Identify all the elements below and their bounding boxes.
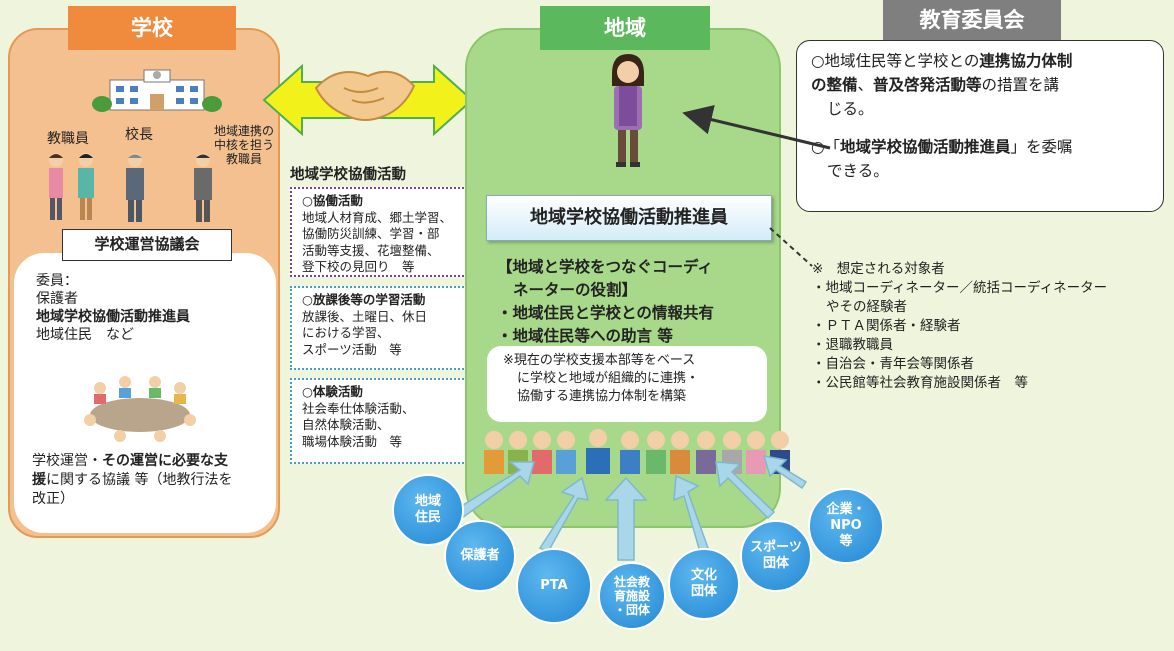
coordinator-role: 【地域と学校をつなぐコーディ ネーターの役割】 ・地域住民と学校との情報共有 ・… bbox=[497, 258, 714, 345]
staff-label: 教職員 bbox=[47, 131, 89, 147]
council-description: 学校運営・その運営に必要な支 援に関する協議 等（地教行法を 改正） bbox=[32, 453, 233, 507]
collaboration-activity-box: ○協働活動 地域人材育成、郷土学習、 協働防災訓練、学習・部 活動等支援、花壇整… bbox=[290, 187, 476, 277]
circle-parents: 保護者 bbox=[444, 520, 516, 592]
structure-note: ※現在の学校支援本部等をベース に学校と地域が組織的に連携・ 協働する連携協力体… bbox=[487, 346, 767, 422]
experience-activity-box: ○体験活動 社会奉仕体験活動、 自然体験活動、 職場体験活動 等 bbox=[290, 378, 476, 464]
council-box bbox=[14, 253, 276, 533]
coordinator-label: 地域連携の 中核を担う 教職員 bbox=[213, 124, 274, 166]
circle-culture-groups: 文化団体 bbox=[668, 548, 740, 620]
board-header: 教育委員会 bbox=[883, 0, 1061, 40]
school-header: 学校 bbox=[68, 6, 236, 50]
community-people-icon bbox=[484, 429, 790, 474]
principal-label: 校長 bbox=[125, 127, 153, 143]
circle-social-education: 社会教育施設・団体 bbox=[598, 562, 666, 630]
council-title: 学校運営協議会 bbox=[62, 229, 232, 261]
board-box: ○地域住民等と学校との連携協力体制 の整備、普及啓発活動等の措置を講 じる。 ○… bbox=[796, 40, 1164, 212]
handshake-icon bbox=[314, 70, 416, 121]
region-header: 地域 bbox=[540, 6, 710, 50]
target-people-list: ※ 想定される対象者 ・地域コーディネーター／統括コーディネーター やその経験者… bbox=[812, 261, 1108, 391]
school-staff-figures-icon bbox=[49, 153, 212, 222]
circle-sports-groups: スポーツ団体 bbox=[740, 520, 812, 592]
school-building-icon bbox=[92, 69, 222, 112]
meeting-illustration-icon bbox=[84, 376, 196, 442]
coordinator-figure-icon bbox=[612, 54, 644, 167]
circle-pta: PTA bbox=[516, 548, 592, 624]
activity-title: 地域学校協働活動 bbox=[290, 167, 406, 183]
promoter-box: 地域学校協働活動推進員 bbox=[486, 195, 772, 241]
council-members: 委員： 保護者 地域学校協働活動推進員 地域住民 など bbox=[36, 273, 190, 343]
